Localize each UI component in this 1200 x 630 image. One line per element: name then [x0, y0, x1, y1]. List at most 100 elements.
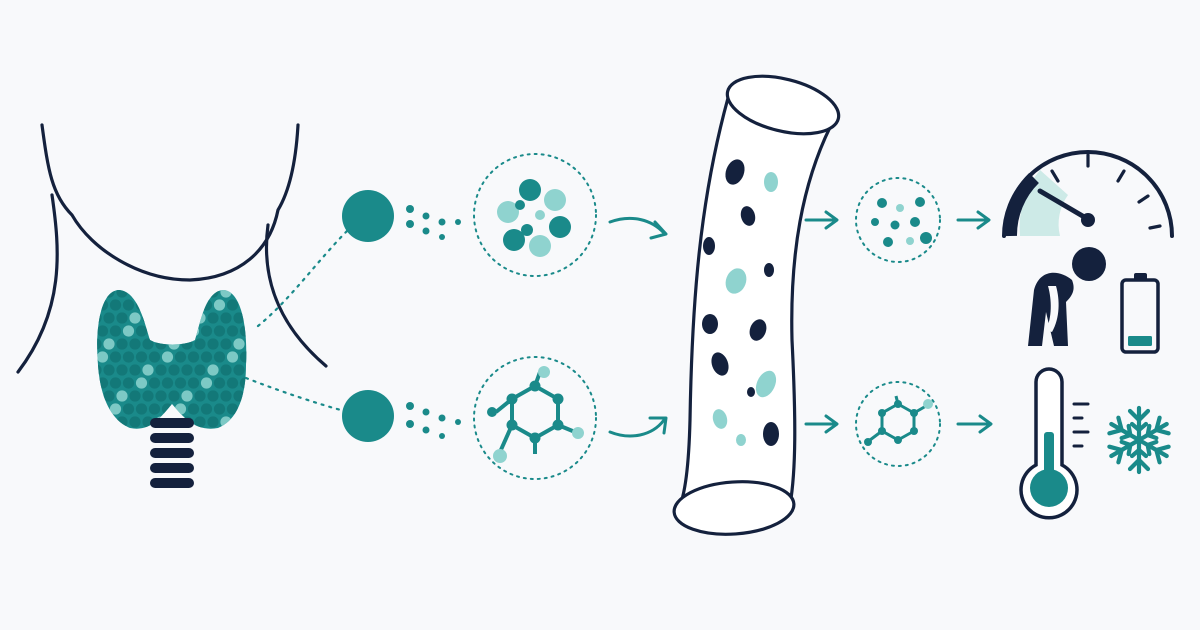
thyroid-cell: [207, 390, 219, 402]
thyroid-cell: [200, 403, 213, 415]
thyroid-cell: [187, 377, 200, 389]
thyroid-cell: [207, 338, 219, 350]
arrow-right-icon: [804, 414, 839, 434]
thyroid-cell: [220, 290, 232, 298]
thyroid-cell: [174, 403, 187, 415]
thyroid-cell: [122, 377, 135, 389]
thyroid-cell: [226, 299, 239, 311]
thyroid-cell: [207, 312, 219, 324]
thyroid-cell: [161, 377, 174, 389]
hormone-source-dot-icon: [342, 390, 394, 442]
thyroid-cell: [207, 290, 219, 298]
thyroid-cell: [187, 403, 200, 415]
thyroid-cell: [97, 290, 102, 298]
thyroid-cell: [181, 312, 193, 324]
thyroid-cell: [155, 364, 167, 376]
thyroid-cell: [239, 403, 247, 415]
thyroid-cell: [116, 416, 128, 428]
fatigued-person-icon: [1028, 247, 1106, 346]
thyroid-cell: [116, 364, 128, 376]
thyroid-cell: [103, 416, 115, 428]
thyroid-cell: [194, 364, 206, 376]
thyroid-cell: [194, 390, 206, 402]
thyroid-cell: [207, 416, 219, 428]
thyroid-cell: [174, 351, 187, 363]
thyroid-cell: [155, 390, 167, 402]
thyroid-cell: [142, 290, 154, 298]
thyroid-cell: [155, 290, 167, 298]
thyroid-cell: [181, 364, 193, 376]
thyroid-cell: [122, 299, 135, 311]
thyroid-cell: [129, 290, 141, 298]
thyroid-cell: [213, 403, 226, 415]
thyroid-cell: [220, 312, 232, 324]
trachea-icon: [150, 418, 194, 488]
hormone-source-dot-icon: [342, 190, 394, 242]
snowflake-icon: [1107, 405, 1171, 472]
arrow-right-icon: [608, 416, 668, 438]
thyroid-cell: [213, 299, 226, 311]
thyroid-cell: [200, 351, 213, 363]
thyroid-cell: [129, 390, 141, 402]
thyroid-cell: [226, 403, 239, 415]
thyroid-cell: [213, 351, 226, 363]
thyroid-cell: [194, 312, 206, 324]
thyroid-cell: [116, 338, 128, 350]
dot-trail-upper: [406, 205, 461, 240]
thermometer-icon: [1019, 367, 1090, 520]
thyroid-cell: [135, 351, 148, 363]
thyroid-cell: [142, 364, 154, 376]
thyroid-cell: [174, 377, 187, 389]
thyroid-cell: [116, 312, 128, 324]
thyroid-cell: [200, 325, 213, 337]
thyroid-cell: [148, 403, 161, 415]
thyroid-cell: [109, 325, 122, 337]
thyroid-cell: [142, 338, 154, 350]
thyroid-cell: [226, 377, 239, 389]
thyroid-cell: [239, 377, 247, 389]
thyroid-cell: [168, 290, 180, 298]
thyroid-cell: [97, 338, 102, 350]
thyroid-cell: [97, 312, 102, 324]
thyroid-cell: [129, 312, 141, 324]
thyroid-cell: [109, 403, 122, 415]
thyroid-cell: [148, 299, 161, 311]
thyroid-cell: [148, 377, 161, 389]
dot-trail-lower: [406, 402, 461, 439]
thyroid-cell: [168, 364, 180, 376]
thyroid-cell: [174, 299, 187, 311]
thyroid-cell: [122, 351, 135, 363]
thyroid-cell: [220, 364, 232, 376]
thyroid-cell: [220, 338, 232, 350]
ring-molecule-icon: [473, 153, 597, 277]
thyroid-cell: [109, 299, 122, 311]
thyroid-cell: [168, 312, 180, 324]
thyroid-cell: [161, 325, 174, 337]
thyroid-cell: [181, 338, 193, 350]
arrow-right-icon: [608, 217, 668, 240]
thyroid-cell: [226, 351, 239, 363]
blood-vessel-icon: [672, 74, 841, 536]
thyroid-gland-icon: [97, 290, 247, 429]
thyroid-cell: [233, 338, 245, 350]
thyroid-cell: [233, 416, 245, 428]
thyroid-cell: [116, 290, 128, 298]
connector-upper: [256, 228, 350, 328]
thyroid-cell: [194, 416, 206, 428]
thyroid-cell: [194, 338, 206, 350]
thyroid-cell: [109, 377, 122, 389]
thyroid-cell: [97, 377, 109, 389]
neck-outline-icon: [16, 123, 328, 374]
thyroid-cell: [181, 290, 193, 298]
thyroid-cell: [233, 290, 245, 298]
dispersed-hormone-cluster-icon: [855, 177, 941, 263]
thyroid-cell: [109, 351, 122, 363]
low-battery-icon: [1120, 273, 1160, 354]
thyroid-cell: [142, 390, 154, 402]
thyroid-cell: [239, 299, 247, 311]
thyroid-cell: [135, 299, 148, 311]
thyroid-cell: [129, 338, 141, 350]
hexagon-molecule-icon: [473, 356, 597, 480]
